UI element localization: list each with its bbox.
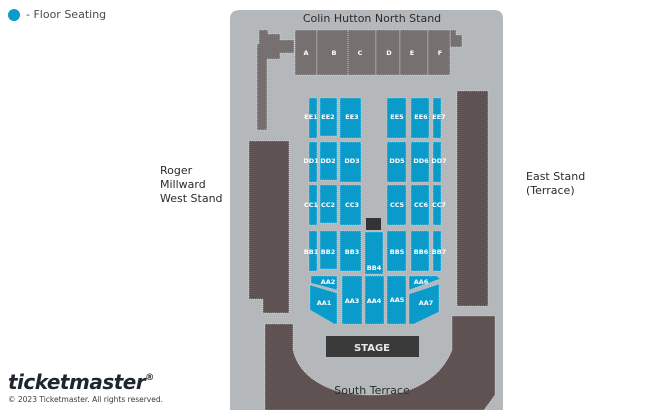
section-dd7[interactable] xyxy=(432,141,442,183)
section-ee6[interactable] xyxy=(410,97,430,139)
north-block-f-label: F xyxy=(438,49,442,57)
section-aa1[interactable] xyxy=(309,284,338,325)
registered-mark: ® xyxy=(145,373,154,383)
section-bb1[interactable] xyxy=(308,230,318,272)
south-terrace-label: South Terrace xyxy=(334,384,410,397)
stage xyxy=(326,336,419,357)
legend-label: - Floor Seating xyxy=(26,8,107,21)
north-west-corner-block[interactable] xyxy=(256,29,295,131)
section-aa7[interactable] xyxy=(408,283,440,325)
section-aa4[interactable] xyxy=(364,275,385,325)
section-dd5[interactable] xyxy=(386,141,407,183)
section-dd3[interactable] xyxy=(339,141,362,183)
section-dd2[interactable] xyxy=(319,141,338,181)
section-dd1[interactable] xyxy=(308,141,318,183)
section-bb7[interactable] xyxy=(432,230,442,272)
section-cc6[interactable] xyxy=(410,184,430,226)
section-ee1[interactable] xyxy=(308,97,318,139)
section-bb6[interactable] xyxy=(410,230,430,272)
north-block-b-label: B xyxy=(332,49,337,57)
section-ee5[interactable] xyxy=(386,97,407,139)
north-block-e-label: E xyxy=(410,49,414,57)
row-ee: EE1 EE2 EE3 EE5 EE6 EE7 xyxy=(304,97,446,139)
mixing-desk xyxy=(366,218,381,230)
ticketmaster-logo: ticketmaster® xyxy=(8,370,154,394)
brand-name: ticketmaster xyxy=(8,370,146,394)
section-ee3[interactable] xyxy=(339,97,362,139)
north-stand-blocks: A B C D E F xyxy=(294,29,451,76)
north-block-d-label: D xyxy=(386,49,392,57)
section-bb4-center[interactable] xyxy=(364,231,384,275)
north-block-e[interactable] xyxy=(399,29,429,76)
east-stand-block[interactable] xyxy=(456,90,489,307)
floor-seating-dot-icon xyxy=(8,8,20,21)
section-cc3[interactable] xyxy=(339,184,362,226)
section-aa2[interactable] xyxy=(310,275,338,291)
row-aa: AA2 AA1 AA3 AA4 AA5 AA6 AA7 xyxy=(309,275,441,325)
south-terrace-block[interactable] xyxy=(264,315,496,410)
section-aa3[interactable] xyxy=(341,275,363,325)
section-cc2[interactable] xyxy=(319,184,338,224)
section-bb5[interactable] xyxy=(386,230,407,272)
legend: - Floor Seating xyxy=(8,8,106,21)
section-cc5[interactable] xyxy=(386,184,407,226)
north-block-b[interactable] xyxy=(316,29,349,76)
section-aa6[interactable] xyxy=(408,275,441,291)
section-cc7[interactable] xyxy=(432,184,442,226)
section-cc1[interactable] xyxy=(308,184,318,226)
section-ee7[interactable] xyxy=(432,97,442,139)
section-ee2[interactable] xyxy=(319,97,338,137)
north-block-f[interactable] xyxy=(427,29,451,76)
copyright-text: © 2023 Ticketmaster. All rights reserved… xyxy=(8,395,164,404)
section-bb3[interactable] xyxy=(339,230,362,272)
section-dd6[interactable] xyxy=(410,141,430,183)
north-block-c-label: C xyxy=(358,49,363,57)
north-stand-label: Colin Hutton North Stand xyxy=(303,12,441,25)
section-aa5[interactable] xyxy=(386,275,407,325)
west-stand-block[interactable] xyxy=(248,140,290,314)
row-bb: BB1 BB2 BB3 BB4 BB5 BB6 BB7 xyxy=(304,230,446,275)
stage-label: STAGE xyxy=(354,343,390,354)
north-block-a-label: A xyxy=(303,49,308,57)
section-bb2[interactable] xyxy=(319,230,338,270)
east-stand-label: East Stand (Terrace) xyxy=(526,170,586,197)
west-stand-label: Roger Millward West Stand xyxy=(160,164,223,205)
